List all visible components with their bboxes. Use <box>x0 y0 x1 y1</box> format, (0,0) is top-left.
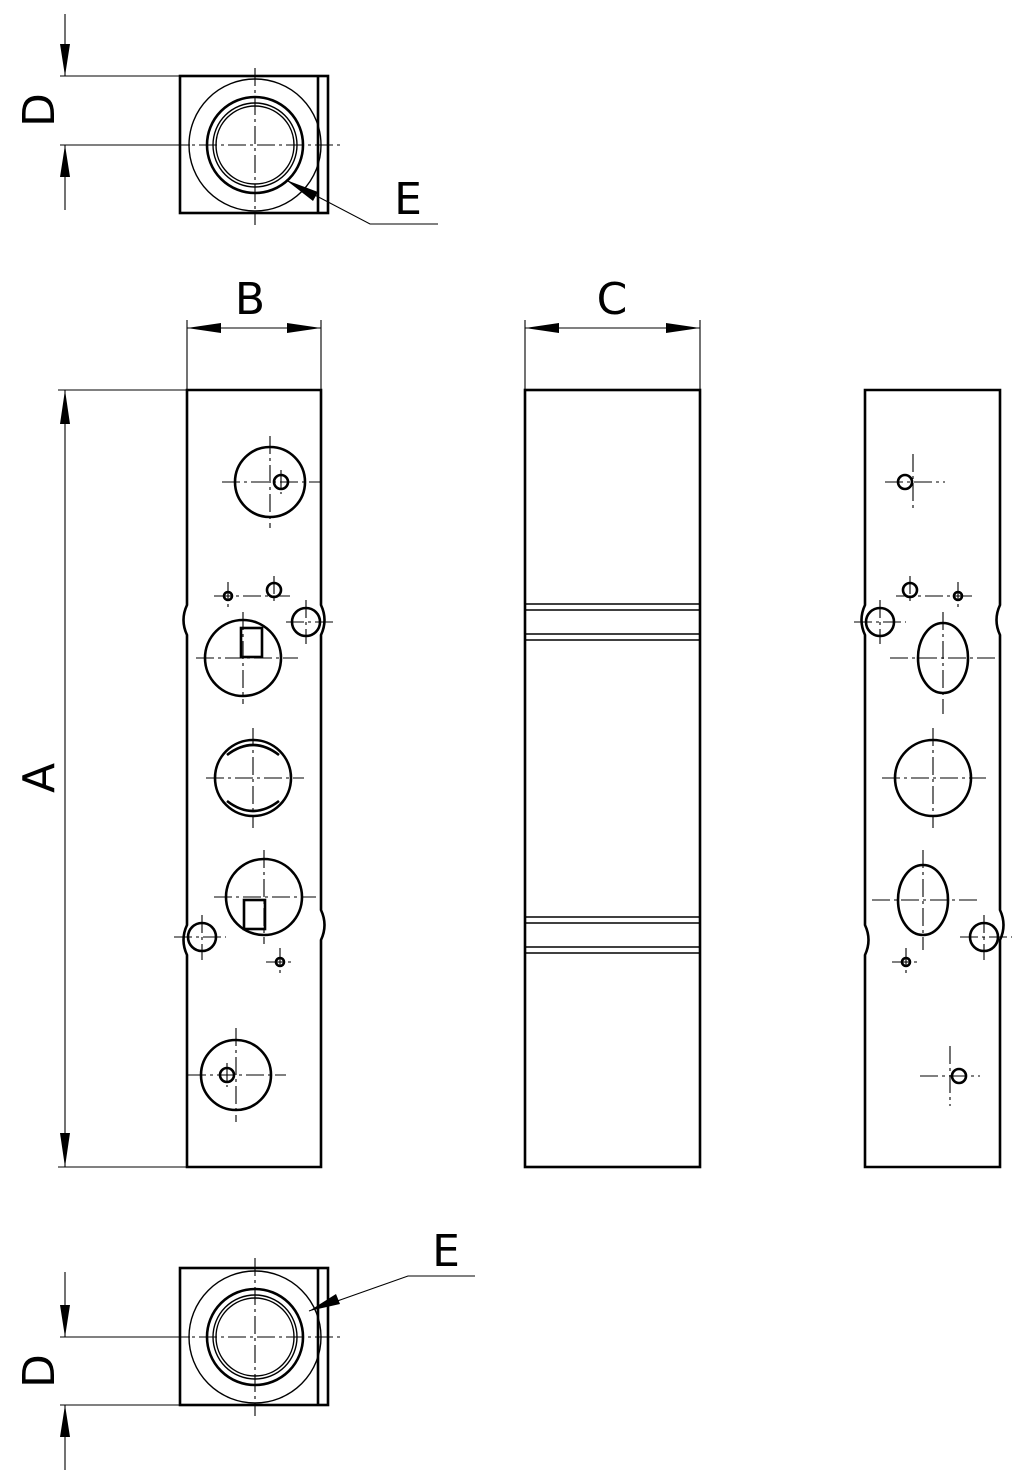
side-view <box>523 320 702 1169</box>
top-end-view <box>60 14 438 225</box>
bottom-end-view <box>60 1258 475 1470</box>
dimension-label-b: B <box>235 274 265 325</box>
dimension-label-e-top: E <box>394 174 422 225</box>
rear-view <box>854 388 1012 1169</box>
front-view <box>58 320 334 1169</box>
dimension-label-d-bottom: D <box>14 1354 65 1388</box>
dimension-label-c: C <box>597 274 628 325</box>
dimension-label-d-top: D <box>14 93 65 127</box>
dimension-label-a: A <box>14 763 65 793</box>
dimension-label-e-bottom: E <box>432 1226 460 1277</box>
